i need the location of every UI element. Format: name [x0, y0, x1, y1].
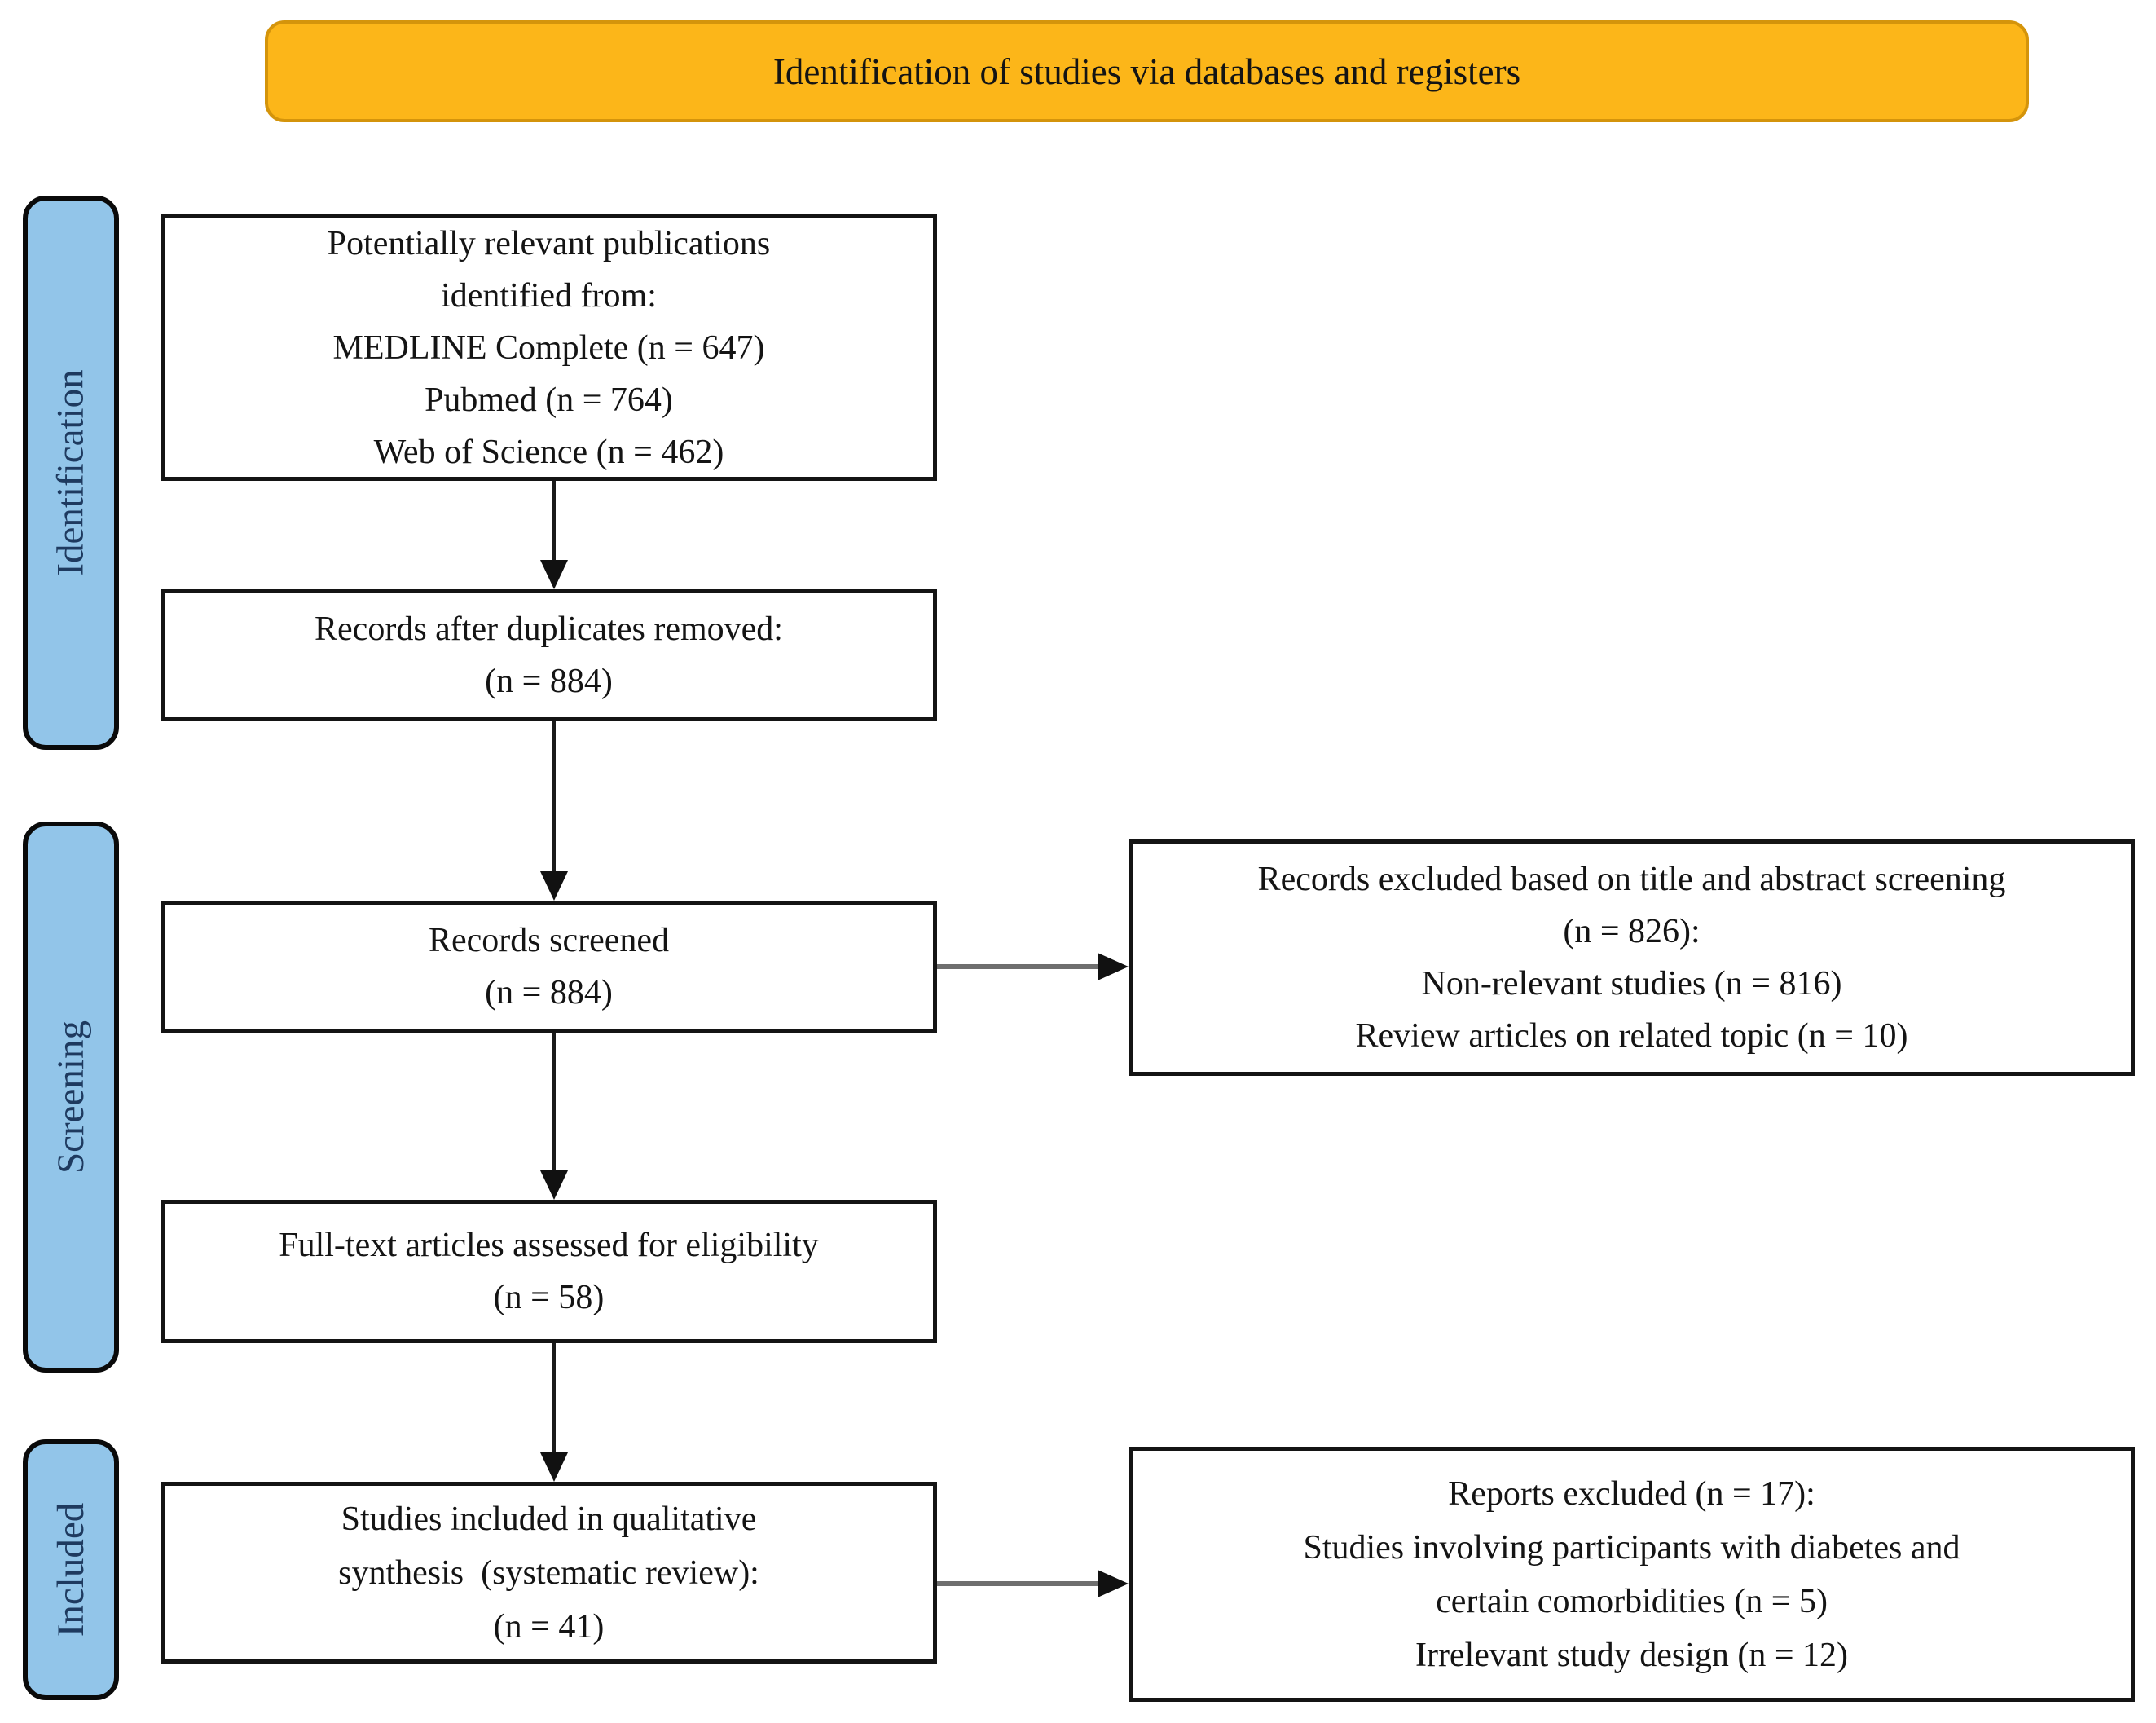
- box-records-after-duplicates-removed: Records after duplicates removed: (n = 8…: [161, 589, 937, 721]
- box-text-line: identified from:: [441, 276, 657, 315]
- box-text-line: Studies involving participants with diab…: [1303, 1528, 1960, 1567]
- arrow-down-identified-to-deduplicated: [539, 481, 569, 589]
- arrow-right-screened-to-excluded: [937, 952, 1129, 981]
- box-text-line: Irrelevant study design (n = 12): [1415, 1636, 1849, 1674]
- stage-bar-screening: Screening: [23, 822, 119, 1373]
- arrow-down-icon: [540, 1170, 568, 1200]
- box-text-line: Studies included in qualitative: [341, 1500, 757, 1538]
- arrow-down-deduplicated-to-screened: [539, 721, 569, 901]
- box-text-line: Web of Science (n = 462): [373, 433, 724, 471]
- arrow-shaft: [552, 1343, 556, 1452]
- box-text-line: Full-text articles assessed for eligibil…: [279, 1227, 819, 1264]
- stage-label-identification: Identification: [50, 369, 92, 576]
- box-text-line: (n = 58): [493, 1279, 605, 1316]
- arrow-right-included-to-reports-excluded: [937, 1569, 1129, 1598]
- arrow-down-icon: [540, 560, 568, 589]
- arrow-shaft: [552, 721, 556, 871]
- box-fulltext-assessed: Full-text articles assessed for eligibil…: [161, 1200, 937, 1343]
- box-text-line: (n = 884): [485, 974, 613, 1011]
- box-text-line: (n = 884): [485, 663, 613, 700]
- box-text-line: Reports excluded (n = 17):: [1448, 1474, 1815, 1513]
- box-text-line: Review articles on related topic (n = 10…: [1355, 1017, 1908, 1055]
- box-text-line: Records screened: [428, 922, 670, 959]
- stage-label-included: Included: [50, 1502, 92, 1637]
- arrow-shaft: [552, 1033, 556, 1170]
- arrow-shaft: [937, 964, 1098, 969]
- box-studies-included: Studies included in qualitative synthesi…: [161, 1482, 937, 1664]
- stage-label-screening: Screening: [50, 1020, 92, 1174]
- arrow-down-icon: [540, 1452, 568, 1482]
- box-text-line: Non-relevant studies (n = 816): [1421, 965, 1842, 1003]
- arrow-down-screened-to-fulltext: [539, 1033, 569, 1200]
- arrow-shaft: [937, 1581, 1098, 1586]
- box-text-line: MEDLINE Complete (n = 647): [332, 328, 765, 367]
- box-text-line: (n = 826):: [1563, 913, 1701, 950]
- stage-bar-included: Included: [23, 1439, 119, 1700]
- box-text-line: Potentially relevant publications: [327, 224, 771, 262]
- box-text-line: Records excluded based on title and abst…: [1257, 861, 2006, 898]
- box-text-line: (n = 41): [493, 1607, 605, 1646]
- box-reports-excluded: Reports excluded (n = 17): Studies invol…: [1129, 1447, 2135, 1702]
- arrow-down-fulltext-to-included: [539, 1343, 569, 1482]
- arrow-right-icon: [1098, 1570, 1129, 1597]
- box-records-screened: Records screened (n = 884): [161, 901, 937, 1033]
- arrow-right-icon: [1098, 953, 1129, 980]
- box-text-line: Pubmed (n = 764): [425, 381, 673, 419]
- banner-title: Identification of studies via databases …: [772, 51, 1521, 92]
- box-records-excluded-screening: Records excluded based on title and abst…: [1129, 839, 2135, 1076]
- box-text-line: synthesis (systematic review):: [338, 1553, 759, 1592]
- stage-bar-identification: Identification: [23, 196, 119, 750]
- box-potentially-relevant-publications: Potentially relevant publications identi…: [161, 214, 937, 481]
- arrow-shaft: [552, 481, 556, 560]
- box-text-line: certain comorbidities (n = 5): [1436, 1582, 1828, 1620]
- arrow-down-icon: [540, 871, 568, 901]
- box-text-line: Records after duplicates removed:: [315, 610, 783, 648]
- banner-identification-of-studies: Identification of studies via databases …: [265, 20, 2029, 122]
